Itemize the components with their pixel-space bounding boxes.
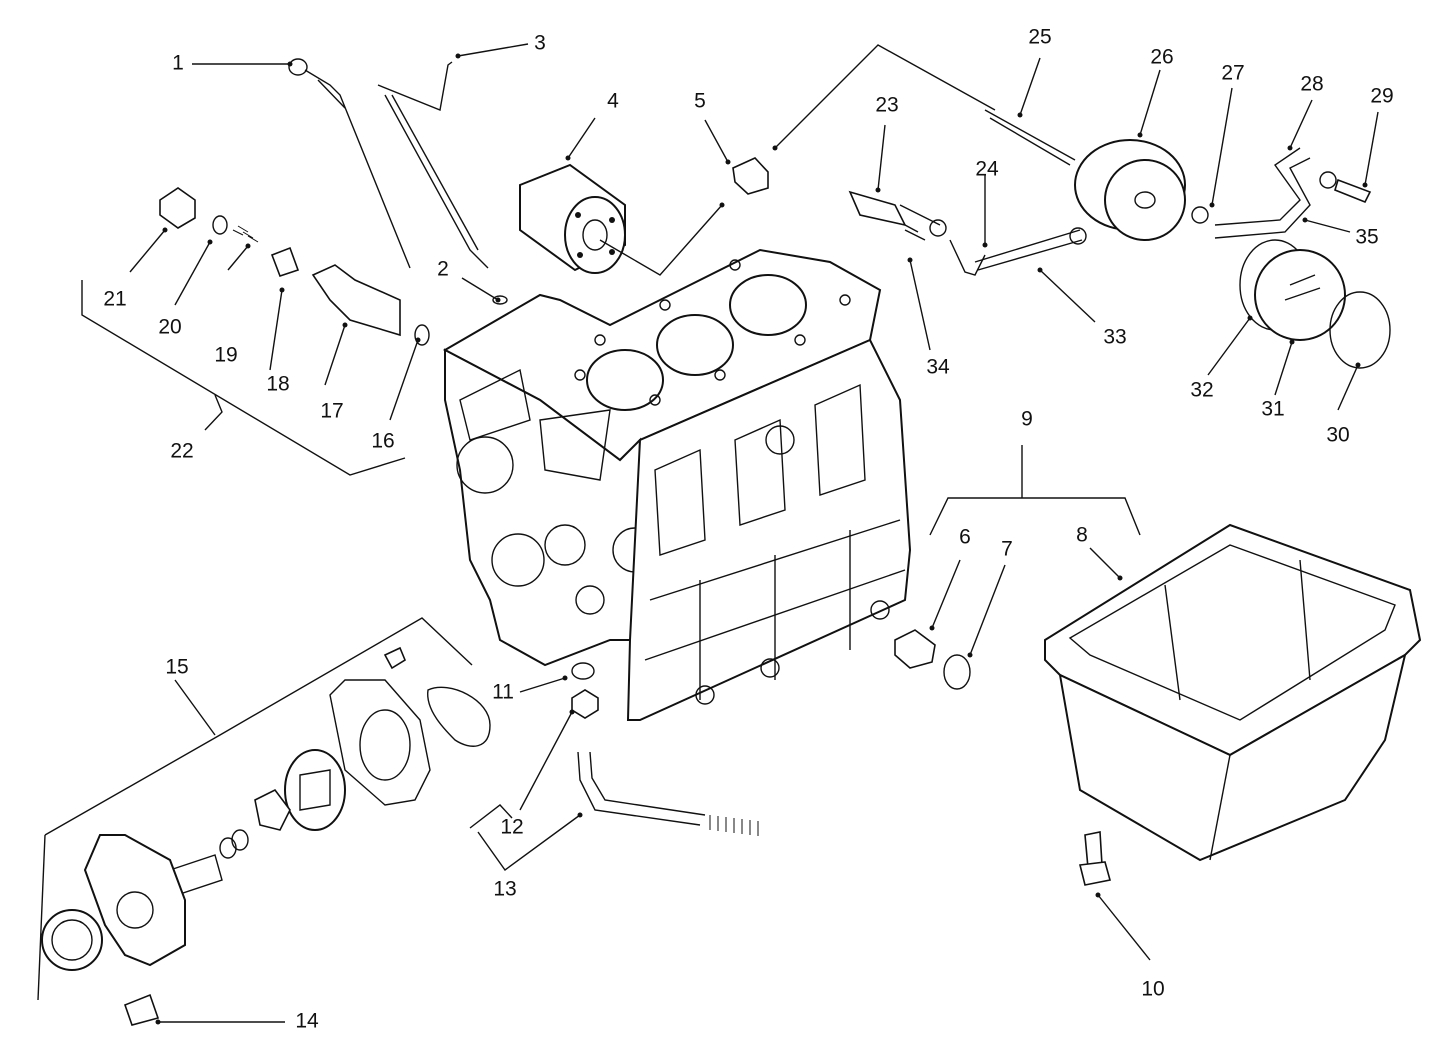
callout-8: 8 (1076, 524, 1088, 547)
stud-drawing (571, 662, 759, 836)
engine-block-drawing (442, 248, 912, 721)
callout-12: 12 (500, 816, 523, 839)
small-hardware-drawing (492, 229, 926, 305)
callout-23: 23 (875, 94, 898, 117)
callout-28: 28 (1300, 73, 1323, 96)
callout-6: 6 (959, 526, 971, 549)
leader-lines (37, 43, 1379, 1023)
oil-pressure-switch-drawing (732, 157, 769, 195)
callout-numbers: 1 2 3 4 5 6 7 8 9 10 11 12 13 14 15 16 1… (103, 26, 1393, 1033)
callout-26: 26 (1150, 46, 1173, 69)
callout-24: 24 (975, 158, 999, 181)
callout-20: 20 (158, 316, 181, 339)
callout-10: 10 (1141, 978, 1164, 1001)
callout-17: 17 (320, 400, 343, 423)
callout-29: 29 (1370, 85, 1393, 108)
callout-35: 35 (1355, 226, 1378, 249)
callout-22: 22 (170, 440, 193, 463)
callout-5: 5 (694, 90, 706, 113)
callout-15: 15 (165, 656, 188, 679)
callout-7: 7 (1001, 538, 1013, 561)
callout-9: 9 (1021, 408, 1033, 431)
relief-valve-drawing (159, 187, 430, 346)
callout-4: 4 (607, 90, 619, 113)
oil-cooler-drawing (848, 109, 1391, 369)
callout-13: 13 (493, 878, 516, 901)
leader-dots (155, 53, 1368, 1025)
drain-plug-drawing (894, 629, 1112, 886)
oil-filter-drawing (519, 163, 626, 274)
callout-33: 33 (1103, 326, 1126, 349)
callout-2: 2 (437, 258, 449, 281)
callout-16: 16 (371, 430, 394, 453)
oil-pump-drawing (41, 646, 491, 1026)
callout-25: 25 (1028, 26, 1051, 49)
dipstick-guide-drawing (377, 61, 489, 269)
callout-30: 30 (1326, 424, 1349, 447)
callout-14: 14 (295, 1010, 319, 1033)
dipstick-drawing (288, 58, 411, 269)
callout-3: 3 (534, 32, 546, 55)
callout-19: 19 (214, 344, 237, 367)
callout-27: 27 (1221, 62, 1244, 85)
callout-34: 34 (926, 356, 950, 379)
callout-31: 31 (1261, 398, 1284, 421)
callout-11: 11 (492, 681, 514, 704)
callout-1: 1 (172, 52, 184, 75)
callout-18: 18 (266, 373, 289, 396)
callout-32: 32 (1190, 379, 1213, 402)
callout-21: 21 (103, 288, 126, 311)
oil-pan-drawing (1044, 523, 1422, 862)
